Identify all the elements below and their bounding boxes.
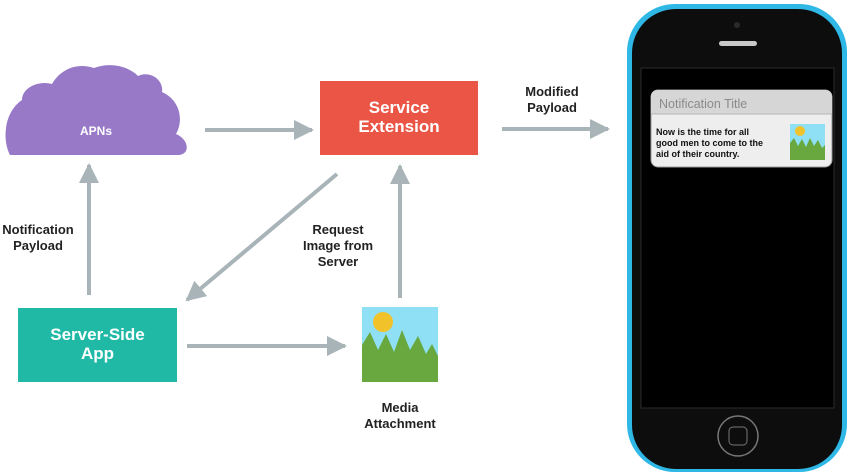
service-extension-line-2: Extension	[358, 117, 440, 136]
server-app-box	[18, 308, 177, 382]
cloud-icon	[5, 65, 187, 155]
home-button	[717, 415, 759, 457]
notification-payload-label: Notification Payload	[0, 222, 76, 254]
service-extension-line-1: Service	[368, 98, 430, 118]
server-app-line-1: Server-Side	[50, 325, 145, 345]
modified-payload-line-1: Modified	[525, 84, 579, 99]
media-attachment-image-icon	[362, 307, 438, 382]
notification-body-line-3: aid of their country.	[656, 149, 739, 159]
request-image-line-1: Request	[312, 222, 364, 237]
notification-title: Notification Title	[659, 97, 747, 111]
request-image-line-2: Image from	[302, 238, 374, 253]
request-image-line-3: Server	[317, 254, 359, 269]
arrow-service-extension-to-server-app	[185, 172, 339, 302]
notification-payload-line-2: Payload	[13, 238, 63, 253]
phone-speaker	[719, 41, 757, 46]
request-image-label: Request Image from Server	[288, 222, 388, 270]
media-attachment-label: Media Attachment	[350, 400, 450, 432]
apns-label: APNs	[80, 124, 112, 138]
notification-body-line-2: good men to come to the	[656, 138, 763, 148]
phone-camera	[734, 22, 740, 28]
service-extension-label: Service Extension	[320, 81, 478, 155]
notification-payload-line-1: Notification	[2, 222, 74, 237]
modified-payload-line-2: Payload	[527, 100, 577, 115]
notification-body-line-1: Now is the time for all	[656, 127, 749, 137]
notification-thumbnail-icon	[790, 124, 825, 160]
media-attachment-line-2: Attachment	[364, 416, 436, 431]
media-attachment-line-1: Media	[381, 400, 419, 415]
phone	[627, 4, 847, 472]
notification-card	[650, 89, 833, 168]
modified-payload-label: Modified Payload	[512, 84, 592, 116]
service-extension-box	[320, 81, 478, 155]
server-app-label: Server-Side App	[18, 308, 177, 382]
server-app-line-2: App	[80, 344, 115, 363]
